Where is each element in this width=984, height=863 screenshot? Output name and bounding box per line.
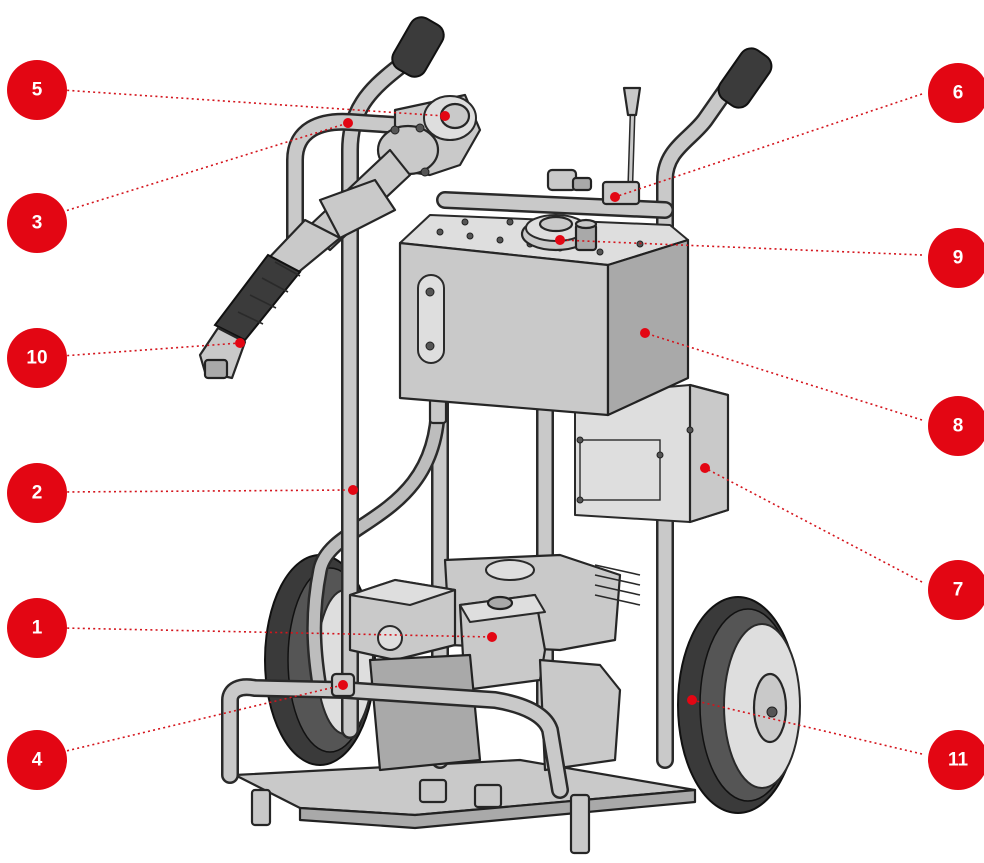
- wrench-assembly: [303, 93, 482, 252]
- leader-6: [614, 93, 923, 198]
- grip-texture: [237, 261, 301, 325]
- svg-text:7: 7: [953, 580, 964, 601]
- callout-badge-2: 2: [7, 463, 67, 523]
- anchor-6: [610, 192, 620, 202]
- control-box: [574, 383, 730, 524]
- anchor-7: [700, 463, 710, 473]
- leader-4: [61, 684, 344, 753]
- leader-8: [644, 332, 923, 421]
- leader-5: [61, 89, 446, 117]
- callout-badge-6: 6: [928, 63, 984, 123]
- callout-badge-11: 11: [928, 730, 984, 790]
- svg-text:4: 4: [32, 750, 43, 771]
- callout-badge-7: 7: [928, 560, 984, 620]
- svg-text:5: 5: [32, 80, 43, 101]
- anchor-5: [440, 111, 450, 121]
- machine-illustration: [198, 16, 801, 855]
- callout-badge-9: 9: [928, 228, 984, 288]
- callout-badge-3: 3: [7, 193, 67, 253]
- anchor-1: [487, 632, 497, 642]
- svg-text:6: 6: [953, 83, 964, 104]
- engine-fins: [594, 564, 641, 606]
- control-valve-lever: [546, 86, 642, 206]
- anchor-11: [687, 695, 697, 705]
- anchor-8: [640, 328, 650, 338]
- leader-9: [559, 239, 923, 256]
- callout-badge-4: 4: [7, 730, 67, 790]
- callout-badges: 5 3 10 2 1 4 6 9: [7, 60, 984, 790]
- extension-handle: [198, 218, 342, 380]
- svg-text:2: 2: [32, 483, 43, 504]
- leader-1: [61, 627, 493, 638]
- anchor-9: [555, 235, 565, 245]
- right-wheel: [677, 596, 801, 814]
- svg-text:11: 11: [948, 750, 969, 771]
- svg-text:9: 9: [953, 248, 964, 269]
- svg-text:10: 10: [26, 348, 47, 369]
- base-platform: [233, 758, 697, 855]
- leader-10: [61, 342, 241, 357]
- anchor-2: [348, 485, 358, 495]
- anchor-10: [235, 338, 245, 348]
- right-handle-frame: [436, 47, 773, 769]
- leader-7: [704, 467, 923, 583]
- front-bumper: [221, 672, 569, 799]
- anchor-dots: [235, 111, 710, 705]
- callout-badge-8: 8: [928, 396, 984, 456]
- engine: [348, 553, 641, 809]
- leader-3: [61, 122, 349, 213]
- anchor-4: [338, 680, 348, 690]
- leader-lines: [61, 89, 923, 755]
- callout-badge-10: 10: [7, 328, 67, 388]
- anchor-3: [343, 118, 353, 128]
- svg-text:8: 8: [953, 416, 964, 437]
- svg-text:3: 3: [32, 213, 43, 234]
- svg-text:1: 1: [32, 618, 43, 639]
- callout-badge-1: 1: [7, 598, 67, 658]
- leader-2: [61, 489, 354, 493]
- callout-badge-5: 5: [7, 60, 67, 120]
